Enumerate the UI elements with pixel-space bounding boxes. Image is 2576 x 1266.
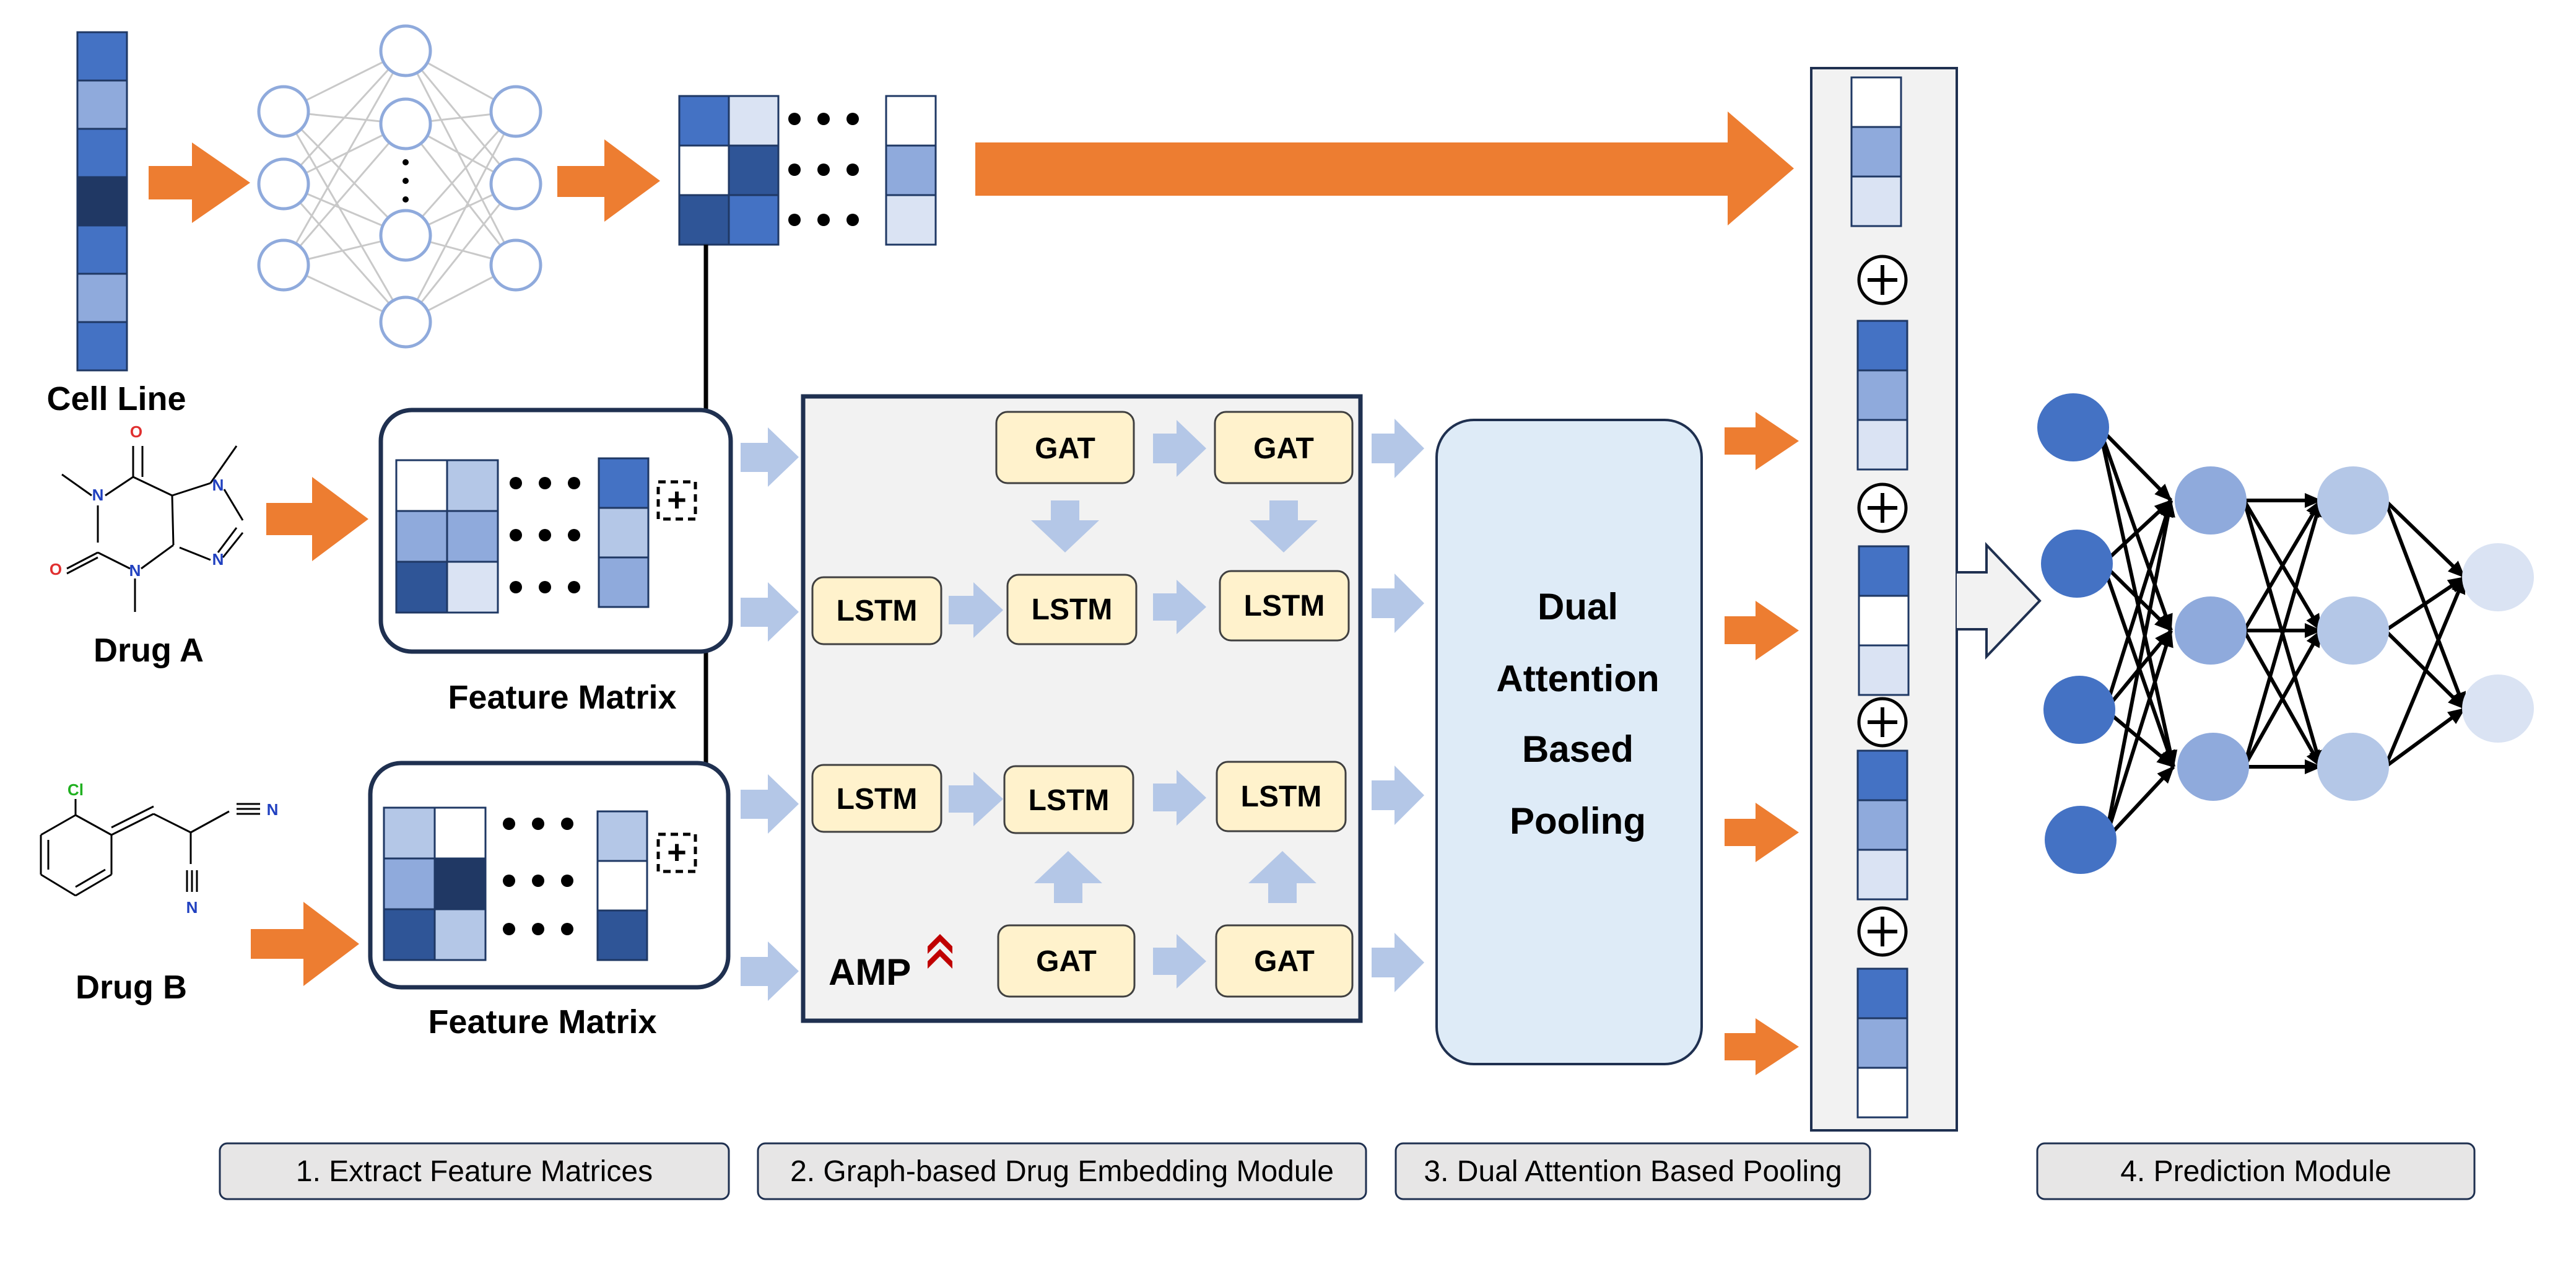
concat-vectors — [1850, 76, 1910, 1119]
module-label-1: 1. Extract Feature Matrices — [219, 1142, 730, 1200]
svg-text:N: N — [186, 898, 198, 917]
svg-text:1. Extract Feature Matrices: 1. Extract Feature Matrices — [296, 1155, 653, 1188]
gat-box: GAT — [1215, 924, 1354, 998]
feature-fusion-icon: + — [656, 832, 697, 873]
pooling-label: Dual Attention Based Pooling — [1496, 586, 1659, 842]
svg-text:N: N — [129, 561, 141, 580]
input-arrows-module-2 — [741, 427, 799, 1001]
cell-line-vector — [76, 31, 128, 372]
arrow-concat-to-prediction — [1957, 542, 2042, 660]
feature-matrix-b-label: Feature Matrix — [428, 1003, 656, 1041]
svg-text:GAT: GAT — [1036, 945, 1097, 978]
input-arrows-pooling — [1372, 419, 1424, 992]
svg-text:N: N — [267, 800, 279, 819]
svg-text:AMP: AMP — [829, 951, 911, 993]
lstm-box: LSTM — [1003, 765, 1134, 834]
feature-matrix-a — [395, 457, 650, 614]
feature-matrix-b — [383, 806, 648, 961]
lstm-box: LSTM — [1006, 574, 1138, 645]
module-label-4: 4. Prediction Module — [2036, 1142, 2476, 1200]
dual-attention-pooling-box — [1435, 419, 1703, 1065]
svg-text:O: O — [50, 560, 62, 578]
cell-line-label: Cell Line — [46, 380, 186, 417]
concat-plus-signs — [1868, 265, 1897, 946]
svg-text:Dual: Dual — [1538, 586, 1618, 627]
gat-box: GAT — [995, 411, 1135, 484]
amp-logo-icon: AMP — [829, 934, 952, 993]
svg-text:N: N — [212, 550, 224, 569]
svg-text:LSTM: LSTM — [837, 783, 918, 816]
neural-network-icon — [257, 24, 542, 349]
module-label-2: 2. Graph-based Drug Embedding Module — [757, 1142, 1367, 1200]
arrow-drug-b — [251, 902, 359, 986]
svg-text:LSTM: LSTM — [1244, 590, 1325, 622]
cell-embedding-matrix — [678, 95, 937, 246]
pooling-output-arrows — [1725, 412, 1799, 1075]
svg-text:3. Dual Attention Based Poolin: 3. Dual Attention Based Pooling — [1424, 1155, 1842, 1188]
prediction-network-icon — [2037, 393, 2534, 874]
drug-a-label: Drug A — [94, 632, 204, 669]
svg-text:O: O — [130, 422, 142, 441]
module-label-3: 3. Dual Attention Based Pooling — [1395, 1142, 1871, 1200]
drug-b-label: Drug B — [76, 969, 187, 1006]
svg-text:Based: Based — [1522, 728, 1634, 770]
drug-a-atoms: O N N N N O — [50, 422, 224, 580]
drug-a-molecule-icon — [61, 445, 244, 612]
concat-plus-icon — [1857, 255, 1908, 957]
gat-box: GAT — [1214, 411, 1354, 484]
drug-b-molecule-icon — [40, 799, 260, 897]
svg-text:LSTM: LSTM — [837, 595, 918, 627]
drug-b-atoms: Cl N N — [67, 780, 278, 917]
svg-text:LSTM: LSTM — [1029, 784, 1110, 817]
svg-text:2. Graph-based Drug Embedding: 2. Graph-based Drug Embedding Module — [790, 1155, 1334, 1188]
svg-text:GAT: GAT — [1035, 432, 1095, 465]
lstm-box: LSTM — [811, 576, 942, 645]
svg-text:GAT: GAT — [1254, 945, 1315, 978]
svg-text:Cl: Cl — [67, 780, 84, 799]
arrow-nn-to-embedding — [557, 139, 660, 222]
lstm-box: LSTM — [1216, 761, 1347, 832]
svg-text:+: + — [667, 481, 687, 518]
svg-text:Attention: Attention — [1496, 658, 1659, 699]
svg-text:+: + — [667, 834, 687, 871]
internal-arrows-module-2 — [949, 420, 1318, 989]
svg-text:LSTM: LSTM — [1241, 780, 1322, 813]
arrow-cell-to-concat — [975, 111, 1794, 225]
lstm-box: LSTM — [811, 764, 942, 833]
gat-box: GAT — [997, 924, 1136, 998]
arrow-drug-a — [266, 477, 368, 561]
svg-text:Pooling: Pooling — [1510, 800, 1646, 842]
svg-text:4. Prediction Module: 4. Prediction Module — [2120, 1155, 2391, 1188]
svg-text:LSTM: LSTM — [1032, 593, 1113, 626]
svg-text:GAT: GAT — [1253, 432, 1314, 465]
svg-text:N: N — [212, 476, 224, 494]
arrow-cell-to-nn — [149, 142, 250, 223]
svg-text:N: N — [92, 486, 104, 504]
feature-matrix-a-label: Feature Matrix — [448, 679, 676, 716]
feature-fusion-icon: + — [656, 480, 697, 521]
lstm-box: LSTM — [1219, 570, 1350, 642]
graph-embedding-module-frame — [801, 394, 1363, 1023]
